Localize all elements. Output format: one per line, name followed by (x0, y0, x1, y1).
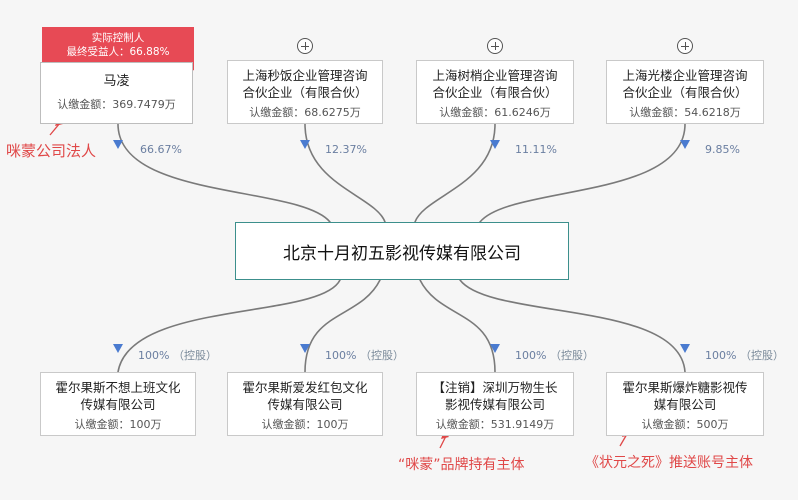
subsidiary-name: 传媒有限公司 (267, 397, 343, 412)
subsidiary-amount: 认缴金额：100万 (261, 418, 349, 431)
subsidiary-amount: 认缴金额：531.9149万 (435, 418, 555, 431)
arrow-icon (490, 140, 500, 149)
badge-title: 实际控制人 (91, 32, 145, 44)
share-percent: 11.11% (515, 143, 557, 156)
shareholder-amount: 认缴金额：54.6218万 (629, 106, 741, 119)
shareholder-name: 合伙企业（有限合伙） (242, 85, 368, 100)
subsidiary-box[interactable]: 霍尔果斯不想上班文化 传媒有限公司 认缴金额：100万 (40, 372, 196, 436)
arrow-icon (490, 344, 500, 353)
subsidiary-name: 【注销】深圳万物生长 (432, 380, 558, 395)
controller-box[interactable]: 马凌 认缴金额：369.7479万 (40, 62, 193, 124)
expand-plus-icon[interactable] (297, 38, 313, 54)
shareholder-name: 合伙企业（有限合伙） (622, 85, 748, 100)
holding-percent: 100% （控股） (325, 349, 404, 362)
expand-plus-icon[interactable] (677, 38, 693, 54)
holding-percent: 100% （控股） (138, 349, 217, 362)
shareholder-name: 合伙企业（有限合伙） (432, 85, 558, 100)
share-percent: 12.37% (325, 143, 367, 156)
subsidiary-box[interactable]: 霍尔果斯爱发红包文化 传媒有限公司 认缴金额：100万 (227, 372, 383, 436)
expand-plus-icon[interactable] (487, 38, 503, 54)
shareholder-name: 上海光楼企业管理咨询 (622, 68, 748, 83)
subsidiary-name: 传媒有限公司 (80, 397, 156, 412)
shareholder-name: 上海树梢企业管理咨询 (432, 68, 558, 83)
holding-percent: 100% （控股） (515, 349, 594, 362)
center-company-box[interactable]: 北京十月初五影视传媒有限公司 (235, 222, 569, 280)
shareholder-box[interactable]: 上海秒饭企业管理咨询 合伙企业（有限合伙） 认缴金额：68.6275万 (227, 60, 383, 124)
subsidiary-amount: 认缴金额：500万 (641, 418, 729, 431)
account-holder-annotation: 《状元之死》推送账号主体 (585, 455, 753, 471)
brand-holder-annotation: “咪蒙”品牌持有主体 (398, 457, 525, 473)
subsidiary-name: 霍尔果斯爆炸糖影视传 (622, 380, 748, 395)
share-percent: 66.67% (140, 143, 182, 156)
subsidiary-box[interactable]: 【注销】深圳万物生长 影视传媒有限公司 认缴金额：531.9149万 (416, 372, 574, 436)
shareholder-name: 上海秒饭企业管理咨询 (242, 68, 368, 83)
arrow-icon (113, 140, 123, 149)
subsidiary-name: 影视传媒有限公司 (444, 397, 545, 412)
shareholder-box[interactable]: 上海光楼企业管理咨询 合伙企业（有限合伙） 认缴金额：54.6218万 (606, 60, 764, 124)
arrow-icon (300, 140, 310, 149)
subsidiary-name: 媒有限公司 (653, 397, 717, 412)
controller-badge: 实际控制人 最终受益人：66.88% (42, 27, 194, 71)
shareholder-amount: 认缴金额：61.6246万 (439, 106, 551, 119)
controller-name: 马凌 (103, 74, 130, 89)
legal-rep-annotation: 咪蒙公司法人 (6, 142, 97, 160)
subsidiary-amount: 认缴金额：100万 (74, 418, 162, 431)
arrow-icon (300, 344, 310, 353)
shareholder-amount: 认缴金额：68.6275万 (249, 106, 361, 119)
arrow-icon (680, 344, 690, 353)
shareholder-box[interactable]: 上海树梢企业管理咨询 合伙企业（有限合伙） 认缴金额：61.6246万 (416, 60, 574, 124)
holding-percent: 100% （控股） (705, 349, 784, 362)
arrow-icon (680, 140, 690, 149)
controller-amount: 认缴金额：369.7479万 (57, 98, 176, 111)
badge-share: 最终受益人：66.88% (66, 46, 170, 58)
subsidiary-name: 霍尔果斯爱发红包文化 (242, 380, 368, 395)
center-company-name: 北京十月初五影视传媒有限公司 (283, 243, 521, 264)
arrow-icon (113, 344, 123, 353)
subsidiary-box[interactable]: 霍尔果斯爆炸糖影视传 媒有限公司 认缴金额：500万 (606, 372, 764, 436)
subsidiary-name: 霍尔果斯不想上班文化 (55, 380, 181, 395)
share-percent: 9.85% (705, 143, 740, 156)
